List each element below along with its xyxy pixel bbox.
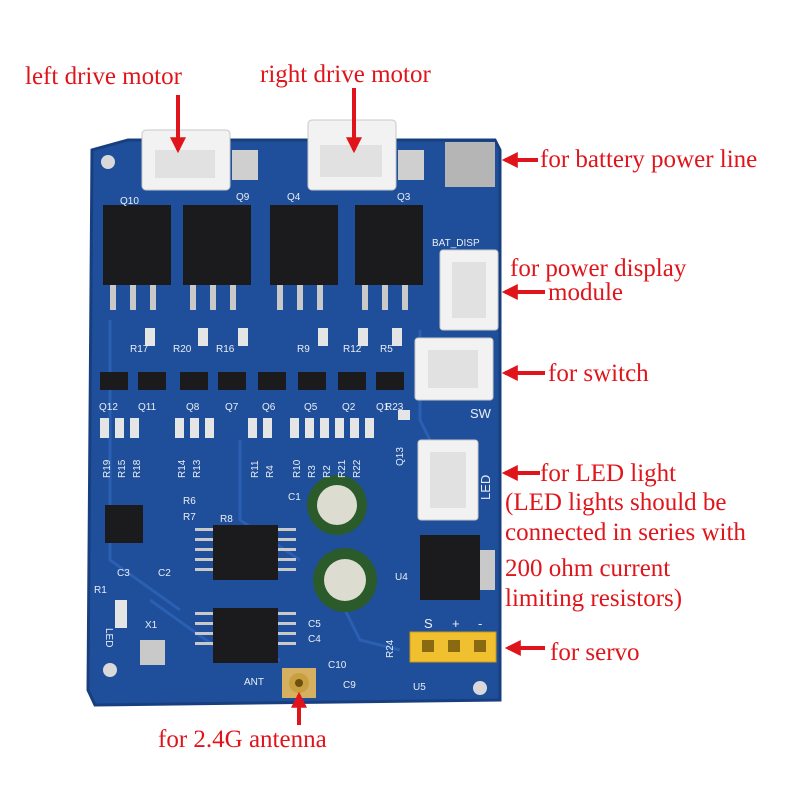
silk-label: Q1 xyxy=(376,402,390,413)
power-display-connector xyxy=(439,249,499,331)
left-motor-connector xyxy=(141,129,258,191)
silk-label: LED xyxy=(478,475,493,500)
label-antenna: for 2.4G antenna xyxy=(158,726,327,753)
silk-label: R13 xyxy=(192,459,203,478)
silk-label: - xyxy=(478,616,482,631)
silk-label: R16 xyxy=(216,344,235,355)
callout-arrows xyxy=(170,88,545,725)
silk-label: R12 xyxy=(343,344,362,355)
silk-label: R11 xyxy=(250,460,261,478)
silk-label: R15 xyxy=(117,459,128,478)
label-led-line3: connected in series with xyxy=(505,519,746,546)
silk-label: X1 xyxy=(145,620,158,631)
resistor-array xyxy=(100,328,410,438)
led-connector xyxy=(417,439,479,521)
label-power-display-line2: module xyxy=(548,279,623,306)
silk-label: Q10 xyxy=(120,196,139,207)
silk-label: R10 xyxy=(292,459,303,478)
right-motor-connector xyxy=(307,119,424,191)
silk-label: C2 xyxy=(158,568,171,579)
silk-label: R18 xyxy=(132,459,143,478)
silk-label: Q8 xyxy=(186,402,200,413)
label-power-display-line1: for power display xyxy=(510,255,687,282)
electrolytic-capacitor-lower xyxy=(313,548,377,612)
silk-label: R17 xyxy=(130,344,149,355)
silk-label: C9 xyxy=(343,680,356,691)
crystal-x1 xyxy=(140,640,165,665)
silk-label: C4 xyxy=(308,634,321,645)
silk-label: R20 xyxy=(173,344,192,355)
switch-connector xyxy=(414,337,494,401)
label-led-line4: 200 ohm current xyxy=(505,555,671,582)
silk-label: R14 xyxy=(177,459,188,478)
silk-label: C5 xyxy=(308,619,321,630)
silk-label: Q3 xyxy=(397,192,411,203)
electrolytic-capacitor-upper xyxy=(307,475,367,535)
silk-label: R22 xyxy=(352,459,363,478)
silk-label: R6 xyxy=(183,496,196,507)
mounting-hole xyxy=(101,155,115,169)
silk-label: R8 xyxy=(220,514,233,525)
silk-label: R7 xyxy=(183,512,196,523)
silk-label: C3 xyxy=(117,568,130,579)
silk-label: ANT xyxy=(244,677,264,688)
battery-pad xyxy=(445,142,495,187)
silk-label: Q7 xyxy=(225,402,239,413)
silk-label: R23 xyxy=(385,402,404,413)
silk-label: Q13 xyxy=(395,447,406,466)
silk-label: Q6 xyxy=(262,402,276,413)
ic-driver-upper xyxy=(213,525,278,580)
silk-label: Q9 xyxy=(236,192,250,203)
silk-label: Q4 xyxy=(287,192,301,203)
label-led-line1: for LED light xyxy=(540,460,677,487)
silk-label: R4 xyxy=(265,465,276,478)
label-left-drive-motor: left drive motor xyxy=(25,63,182,90)
antenna-connector xyxy=(282,668,316,698)
silkscreen: Q10 Q9 Q4 Q3 BAT_DISP SW LED R17 R20 R16… xyxy=(94,192,493,693)
small-transistors xyxy=(100,372,404,390)
mounting-hole xyxy=(473,681,487,695)
servo-header xyxy=(409,631,497,663)
ic-small xyxy=(105,505,143,543)
ic-driver-lower xyxy=(213,608,278,663)
regulator-u4 xyxy=(420,535,480,600)
silk-label: C10 xyxy=(328,660,347,671)
label-switch: for switch xyxy=(548,360,649,387)
mosfet-row xyxy=(103,205,423,310)
silk-label: R3 xyxy=(307,465,318,478)
silk-label: Q5 xyxy=(304,402,318,413)
silk-label: C1 xyxy=(288,492,301,503)
silk-label: Q2 xyxy=(342,402,356,413)
silk-label: R2 xyxy=(322,465,333,478)
label-battery-power-line: for battery power line xyxy=(540,146,758,173)
silk-label: + xyxy=(452,616,460,631)
silk-label: R19 xyxy=(102,459,113,478)
label-led-line2: (LED lights should be xyxy=(505,489,727,516)
label-right-drive-motor: right drive motor xyxy=(260,61,431,88)
silk-label: S xyxy=(424,616,433,631)
label-led-line5: limiting resistors) xyxy=(505,585,683,612)
label-servo: for servo xyxy=(550,639,640,666)
silk-label: R5 xyxy=(380,344,393,355)
silk-label: LED xyxy=(103,628,114,647)
silk-label: R1 xyxy=(94,585,107,596)
mounting-hole xyxy=(103,663,117,677)
silk-label: R24 xyxy=(385,639,396,658)
silk-label: U5 xyxy=(413,682,426,693)
silk-label: SW xyxy=(470,406,492,421)
silk-label: R9 xyxy=(297,344,310,355)
silk-label: Q11 xyxy=(138,402,157,413)
silk-label: U4 xyxy=(395,572,408,583)
silk-label: R21 xyxy=(337,459,348,478)
silk-label: Q12 xyxy=(99,402,118,413)
led-indicator xyxy=(115,600,127,628)
silk-label: BAT_DISP xyxy=(432,238,480,249)
